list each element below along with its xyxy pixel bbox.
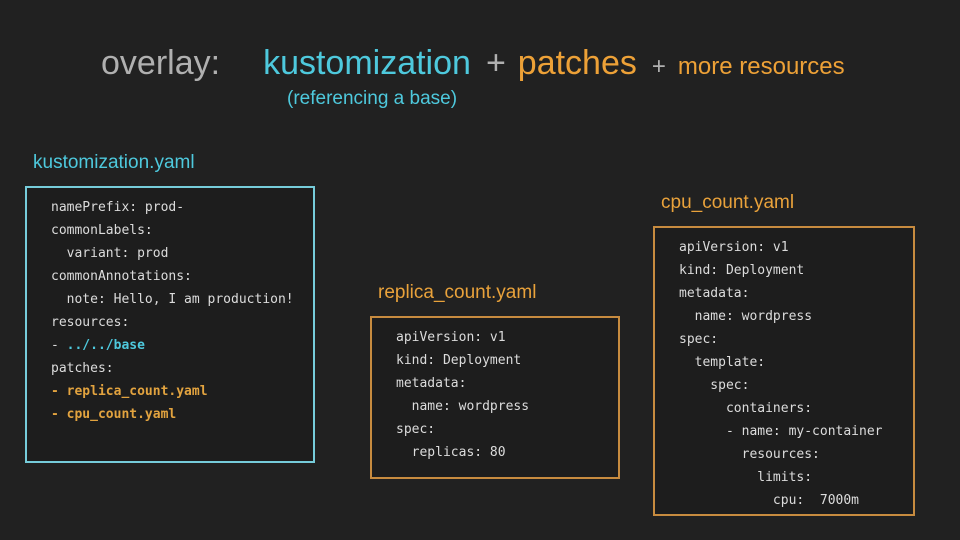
- code-segment: limits:: [679, 470, 813, 485]
- code-line: - name: my-container: [679, 420, 905, 443]
- code-segment: name: wordpress: [396, 399, 530, 414]
- code-line: resources:: [679, 443, 905, 466]
- panel-kustomization-yaml: kustomization.yaml namePrefix: prod-comm…: [25, 152, 315, 463]
- code-segment: - replica_count.yaml: [51, 384, 208, 399]
- code-segment: metadata:: [396, 376, 467, 391]
- code-line: metadata:: [679, 282, 905, 305]
- code-segment: apiVersion: v1: [396, 330, 506, 345]
- panel-label-kustomization-yaml: kustomization.yaml: [33, 152, 195, 173]
- code-line: kind: Deployment: [679, 259, 905, 282]
- code-line: commonLabels:: [51, 219, 305, 242]
- code-line: name: wordpress: [396, 395, 610, 418]
- code-segment: namePrefix: prod-: [51, 200, 185, 215]
- slide-title: overlay: kustomization + patches + more …: [101, 44, 845, 83]
- code-segment: ../../base: [66, 338, 145, 353]
- code-line: limits:: [679, 466, 905, 489]
- code-segment: kind: Deployment: [396, 353, 522, 368]
- code-segment: - name: my-container: [679, 424, 883, 439]
- code-segment: resources:: [51, 315, 130, 330]
- code-segment: variant: prod: [51, 246, 169, 261]
- code-segment: metadata:: [679, 286, 750, 301]
- title-overlay: overlay:: [101, 44, 221, 82]
- code-line: - ../../base: [51, 334, 305, 357]
- code-line: cpu: 7000m: [679, 489, 905, 512]
- title-subtitle: (referencing a base): [287, 88, 458, 109]
- code-line: template:: [679, 351, 905, 374]
- code-line: apiVersion: v1: [679, 236, 905, 259]
- code-line: kind: Deployment: [396, 349, 610, 372]
- code-line: replicas: 80: [396, 441, 610, 464]
- code-segment: template:: [679, 355, 766, 370]
- code-segment: -: [51, 338, 67, 353]
- code-segment: cpu: 7000m: [679, 493, 860, 508]
- code-line: - replica_count.yaml: [51, 380, 305, 403]
- code-line: resources:: [51, 311, 305, 334]
- code-line: note: Hello, I am production!: [51, 288, 305, 311]
- code-segment: replicas: 80: [396, 445, 506, 460]
- code-line: name: wordpress: [679, 305, 905, 328]
- code-line: variant: prod: [51, 242, 305, 265]
- title-plus-2: +: [651, 53, 666, 80]
- code-segment: spec:: [679, 378, 750, 393]
- code-segment: spec:: [679, 332, 719, 347]
- code-segment: patches:: [51, 361, 114, 376]
- panel-cpu-count-yaml: cpu_count.yaml apiVersion: v1 kind: Deplo…: [653, 192, 915, 516]
- code-line: spec:: [679, 374, 905, 397]
- title-plus-1: +: [485, 44, 506, 82]
- code-segment: apiVersion: v1: [679, 240, 789, 255]
- code-box-kustomization-yaml: namePrefix: prod-commonLabels: variant: …: [25, 186, 315, 463]
- title-patches: patches: [517, 44, 637, 82]
- code-segment: resources:: [679, 447, 820, 462]
- panel-replica-count-yaml: replica_count.yaml apiVersion: v1 kind: D…: [370, 282, 620, 479]
- code-line: namePrefix: prod-: [51, 196, 305, 219]
- code-line: spec:: [679, 328, 905, 351]
- code-line: patches:: [51, 357, 305, 380]
- code-line: spec:: [396, 418, 610, 441]
- code-segment: commonAnnotations:: [51, 269, 192, 284]
- code-segment: spec:: [396, 422, 436, 437]
- title-kustomization: kustomization: [263, 44, 471, 82]
- code-segment: name: wordpress: [679, 309, 813, 324]
- code-segment: - cpu_count.yaml: [51, 407, 177, 422]
- code-line: containers:: [679, 397, 905, 420]
- code-segment: containers:: [679, 401, 813, 416]
- title-more-resources: more resources: [677, 53, 845, 80]
- panel-label-cpu-count-yaml: cpu_count.yaml: [661, 192, 795, 213]
- code-line: apiVersion: v1: [396, 326, 610, 349]
- code-segment: commonLabels:: [51, 223, 153, 238]
- code-line: commonAnnotations:: [51, 265, 305, 288]
- code-line: metadata:: [396, 372, 610, 395]
- panel-label-replica-count-yaml: replica_count.yaml: [378, 282, 537, 303]
- code-segment: note: Hello, I am production!: [51, 292, 294, 307]
- code-line: - cpu_count.yaml: [51, 403, 305, 426]
- code-segment: kind: Deployment: [679, 263, 805, 278]
